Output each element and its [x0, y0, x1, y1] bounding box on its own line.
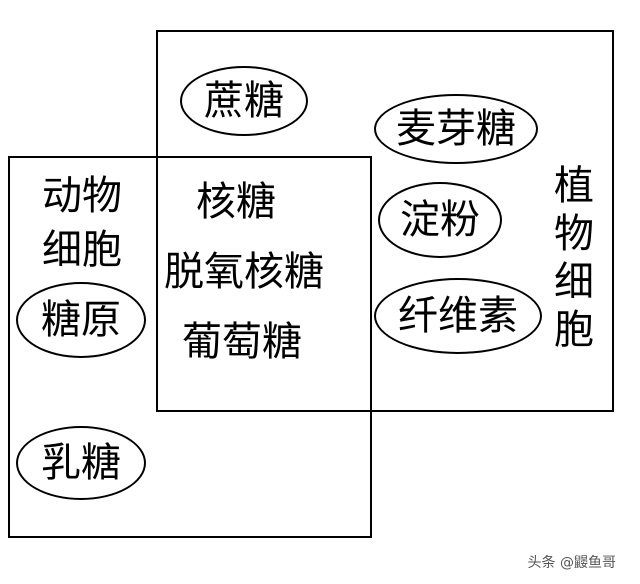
maltose-label: 麦芽糖: [396, 106, 516, 152]
starch-oval: 淀粉: [378, 182, 502, 258]
glycogen-label: 糖原: [41, 297, 121, 343]
starch-label: 淀粉: [400, 197, 480, 243]
sucrose-oval: 蔗糖: [180, 66, 308, 136]
glycogen-oval: 糖原: [16, 282, 146, 358]
sucrose-label: 蔗糖: [204, 78, 284, 124]
glucose-label: 葡萄糖: [182, 319, 302, 365]
cellulose-label: 纤维素: [398, 293, 518, 339]
watermark: 头条 @鼹鱼哥: [527, 555, 616, 571]
deoxyribose-label: 脱氧核糖: [164, 249, 324, 295]
lactose-oval: 乳糖: [16, 426, 146, 500]
cellulose-oval: 纤维素: [374, 278, 542, 354]
plant-cell-box: [156, 30, 614, 412]
animal-cell-label-line2: 细胞: [42, 227, 122, 273]
animal-cell-box: [8, 156, 372, 538]
plant-cell-label: 植物细胞: [554, 163, 594, 353]
animal-cell-label-line1: 动物: [42, 173, 122, 219]
maltose-oval: 麦芽糖: [374, 94, 538, 164]
lactose-label: 乳糖: [41, 440, 121, 486]
ribose-label: 核糖: [196, 179, 276, 225]
